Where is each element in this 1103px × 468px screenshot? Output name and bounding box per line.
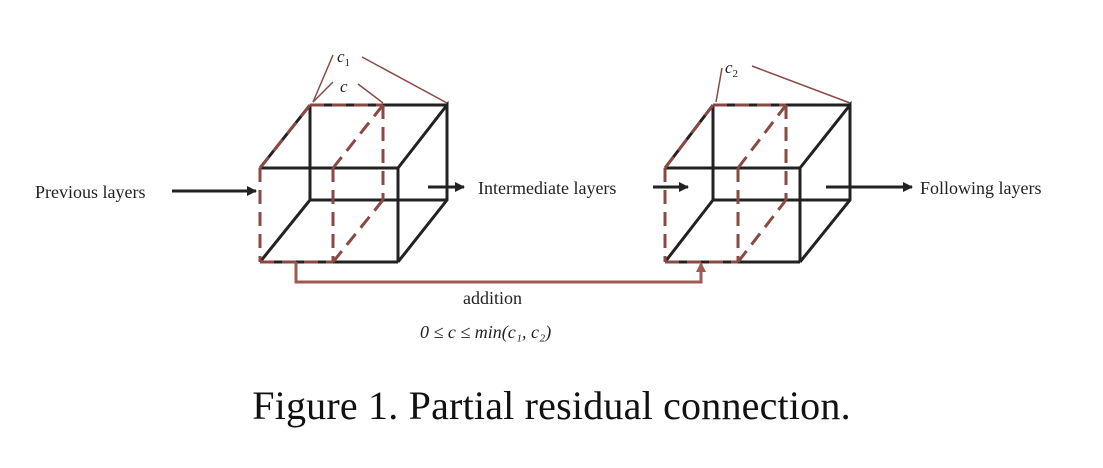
- cube-2: c2: [663, 58, 852, 264]
- cube-1-dimension-leaders: [312, 54, 448, 104]
- label-c2: c2: [725, 58, 738, 80]
- label-addition: addition: [463, 288, 522, 308]
- residual-diagram: c1 c c2: [35, 47, 1042, 343]
- flow-arrows: [172, 182, 913, 196]
- cube-1-partial-block: [258, 103, 385, 264]
- cube-1: c1 c: [258, 47, 449, 264]
- label-following-layers: Following layers: [920, 178, 1042, 198]
- label-c: c: [340, 77, 348, 96]
- label-intermediate-layers: Intermediate layers: [478, 178, 616, 198]
- residual-connection-path: [294, 262, 706, 284]
- label-condition: 0 ≤ c ≤ min(c₁, c₂): [420, 322, 551, 343]
- cube-2-dimension-leaders: [715, 65, 851, 104]
- label-previous-layers: Previous layers: [35, 182, 145, 202]
- figure-caption: Figure 1. Partial residual connection.: [252, 383, 851, 428]
- label-c1: c1: [337, 47, 350, 69]
- cube-2-partial-block: [663, 103, 788, 264]
